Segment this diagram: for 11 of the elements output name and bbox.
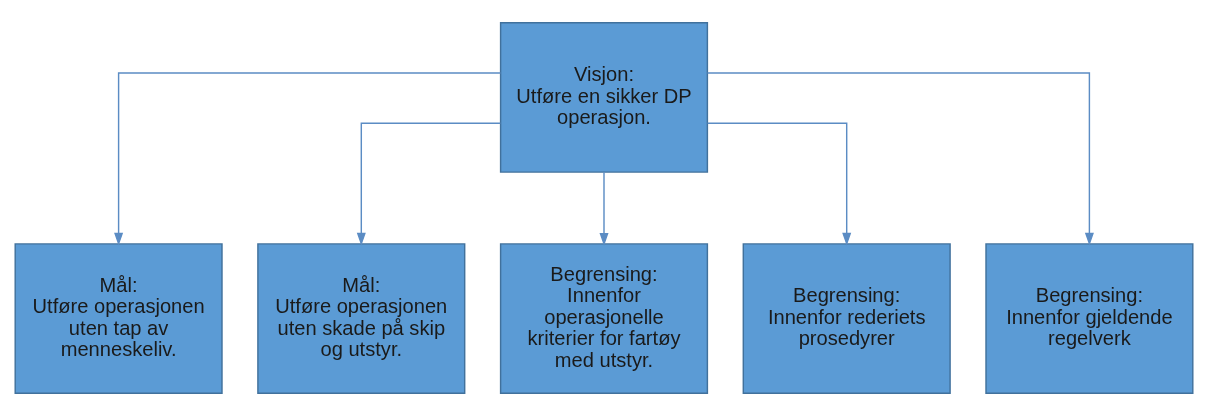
arrow bbox=[114, 72, 502, 246]
arrow bbox=[706, 122, 852, 246]
node-box: Begrensing: Innenfor rederiets prosedyrer bbox=[742, 243, 951, 394]
arrow bbox=[706, 72, 1094, 246]
node-box: Mål: Utføre operasjonen uten skade på skip og utstyr. bbox=[257, 243, 466, 394]
node-box: Mål: Utføre operasjonen uten tap av menneskeliv. bbox=[14, 243, 223, 394]
node-box: Visjon: Utføre en sikker DP operasjon. bbox=[499, 22, 709, 173]
node-box: Begrensing: Innenfor operasjonelle kriterier for fartøy med utstyr. bbox=[499, 243, 709, 394]
arrow bbox=[599, 171, 609, 246]
node-box: Begrensing: Innenfor gjeldende regelverk bbox=[985, 243, 1194, 394]
arrow bbox=[356, 122, 502, 246]
